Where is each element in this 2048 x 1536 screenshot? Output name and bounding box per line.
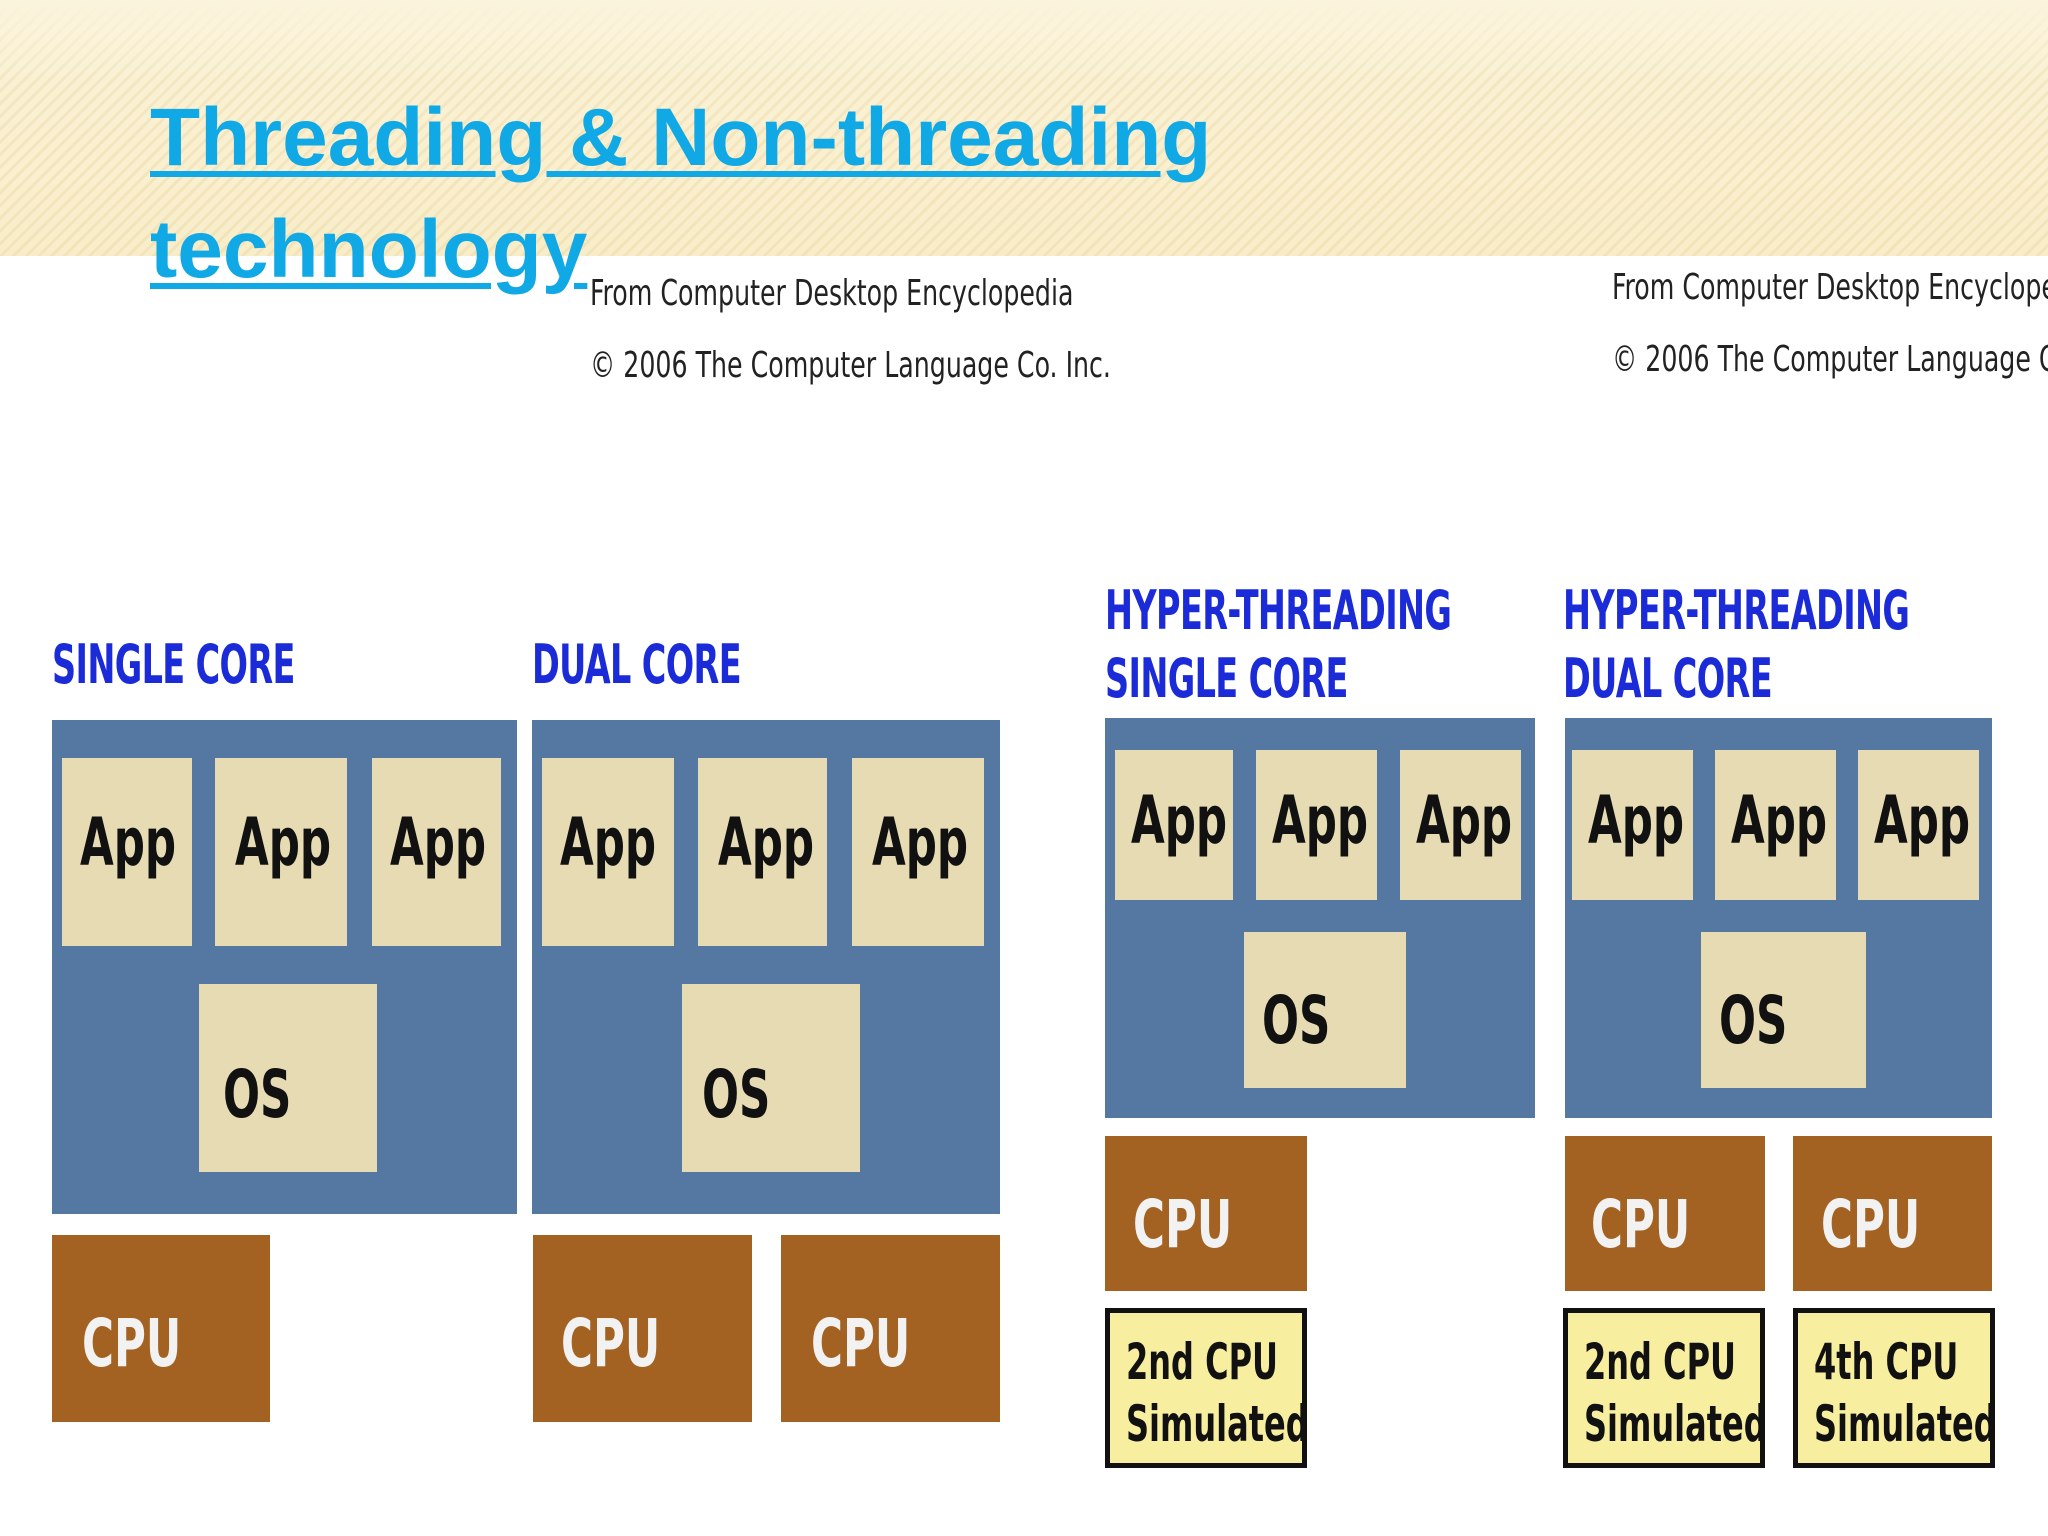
app-label: App — [718, 804, 815, 881]
simulated-cpu-line-2: Simulated — [1584, 1395, 1767, 1453]
cpu-box: CPU — [52, 1235, 270, 1422]
app-label: App — [1731, 782, 1828, 859]
simulated-cpu-line-1: 2nd CPU — [1126, 1333, 1279, 1391]
panel-label-line-2: SINGLE CORE — [1105, 647, 1348, 710]
panel-label-line-1: HYPER-THREADING — [1105, 579, 1452, 642]
panel-label-ht-single: HYPER-THREADING SINGLE CORE — [1105, 579, 1452, 710]
app-label: App — [1272, 782, 1369, 859]
simulated-cpu-line-1: 2nd CPU — [1584, 1333, 1737, 1391]
app-label: App — [80, 804, 177, 881]
app-label: App — [235, 804, 332, 881]
panel-label-line-1: HYPER-THREADING — [1563, 579, 1910, 642]
app-box: App — [698, 758, 827, 946]
os-label: OS — [1262, 982, 1331, 1059]
panel-label-dual-core: DUAL CORE — [532, 633, 742, 696]
cpu-label: CPU — [1821, 1186, 1921, 1263]
app-label: App — [1874, 782, 1971, 859]
cpu-box: CPU — [1793, 1136, 1992, 1291]
credit-left-line-2: © 2006 The Computer Language Co. Inc. — [590, 345, 1111, 386]
cpu-box: CPU — [781, 1235, 1000, 1422]
cpu-label: CPU — [1133, 1186, 1233, 1263]
os-box: OS — [682, 984, 860, 1172]
app-label: App — [1588, 782, 1685, 859]
app-box: App — [1115, 750, 1233, 900]
app-box: App — [542, 758, 674, 946]
simulated-cpu-line-1: 4th CPU — [1814, 1333, 1959, 1391]
simulated-cpu-line-2: Simulated — [1814, 1395, 1997, 1453]
app-label: App — [1416, 782, 1513, 859]
credit-left: From Computer Desktop Encyclopedia © 200… — [590, 258, 1111, 402]
app-box: App — [1858, 750, 1979, 900]
cpu-label: CPU — [1591, 1186, 1691, 1263]
app-box: App — [372, 758, 501, 946]
software-layer: App App App OS — [1105, 718, 1535, 1118]
simulated-cpu-box: 4th CPU Simulated — [1793, 1308, 1997, 1468]
cpu-label: CPU — [561, 1305, 661, 1382]
os-box: OS — [199, 984, 377, 1172]
app-label: App — [872, 804, 969, 881]
panel-label-ht-dual: HYPER-THREADING DUAL CORE — [1563, 579, 1910, 710]
software-layer: App App App OS — [1565, 718, 1992, 1118]
os-box: OS — [1244, 932, 1406, 1088]
simulated-cpu-label: 2nd CPU Simulated — [1126, 1331, 1309, 1455]
credit-right: From Computer Desktop Encyclopedia © 200… — [1612, 252, 2048, 396]
simulated-cpu-label: 4th CPU Simulated — [1814, 1331, 1997, 1455]
cpu-box: CPU — [1565, 1136, 1765, 1291]
app-box: App — [215, 758, 347, 946]
os-label: OS — [1719, 982, 1788, 1059]
os-label: OS — [223, 1056, 292, 1133]
cpu-box: CPU — [533, 1235, 752, 1422]
app-label: App — [390, 804, 487, 881]
app-box: App — [62, 758, 192, 946]
simulated-cpu-box: 2nd CPU Simulated — [1563, 1308, 1767, 1468]
software-layer: App App App OS — [52, 720, 517, 1214]
simulated-cpu-label: 2nd CPU Simulated — [1584, 1331, 1767, 1455]
app-box: App — [1400, 750, 1521, 900]
app-box: App — [852, 758, 984, 946]
cpu-label: CPU — [82, 1305, 182, 1382]
app-box: App — [1715, 750, 1836, 900]
cpu-box: CPU — [1105, 1136, 1307, 1291]
slide-title: Threading & Non-threading technology — [150, 92, 1212, 295]
simulated-cpu-box: 2nd CPU Simulated — [1105, 1308, 1309, 1468]
app-box: App — [1256, 750, 1377, 900]
header-background — [0, 0, 2048, 256]
credit-right-line-1: From Computer Desktop Encyclopedia — [1612, 267, 2048, 308]
simulated-cpu-line-2: Simulated — [1126, 1395, 1309, 1453]
os-label: OS — [702, 1056, 771, 1133]
credit-right-line-2: © 2006 The Computer Language Co. Inc. — [1612, 339, 2048, 380]
panel-label-single-core: SINGLE CORE — [52, 633, 295, 696]
app-box: App — [1572, 750, 1693, 900]
os-box: OS — [1701, 932, 1866, 1088]
software-layer: App App App OS — [532, 720, 1000, 1214]
credit-left-line-1: From Computer Desktop Encyclopedia — [590, 273, 1074, 314]
app-label: App — [1131, 782, 1228, 859]
cpu-label: CPU — [811, 1305, 911, 1382]
panel-label-line-2: DUAL CORE — [1563, 647, 1773, 710]
app-label: App — [560, 804, 657, 881]
